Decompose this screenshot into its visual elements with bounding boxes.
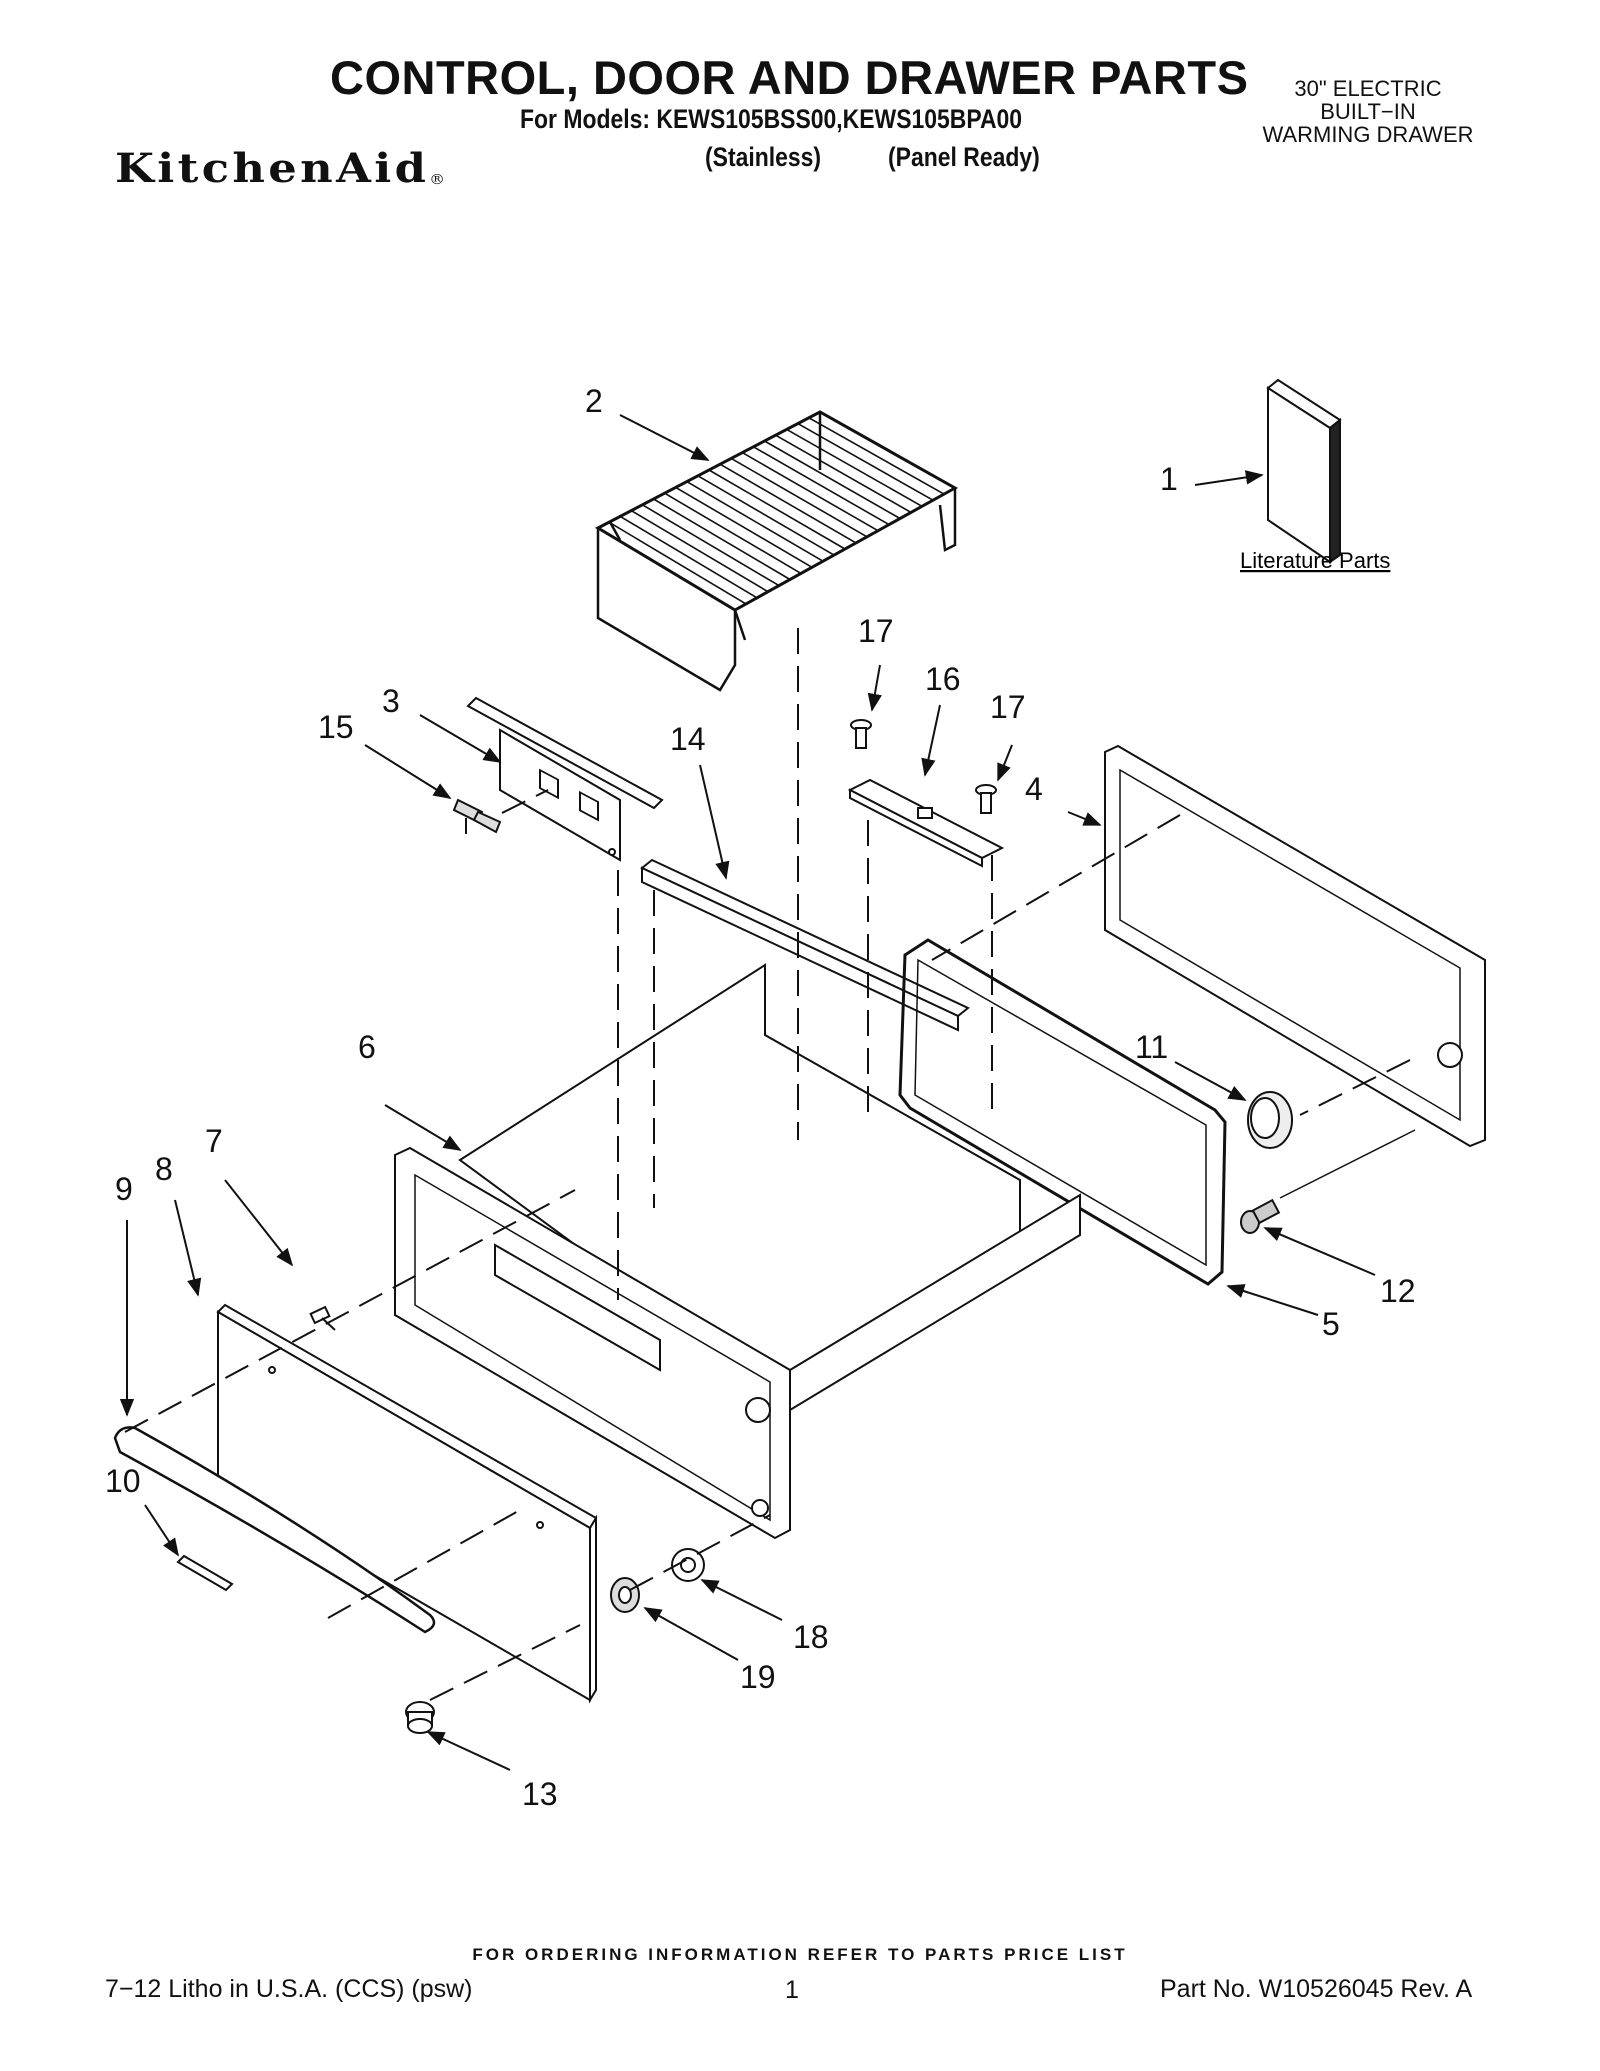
callout-5: 5 bbox=[1322, 1306, 1340, 1342]
clip bbox=[452, 798, 502, 834]
part-number: Part No. W10526045 Rev. A bbox=[1160, 1975, 1473, 2003]
door-gasket bbox=[898, 938, 1227, 1286]
drawer-body bbox=[394, 963, 1081, 1540]
top-trim bbox=[640, 858, 970, 1032]
rack-wire bbox=[686, 480, 824, 562]
door-panel bbox=[216, 1303, 598, 1704]
rack-wire bbox=[653, 498, 791, 581]
rack-wire bbox=[641, 504, 780, 587]
litho-info: 7−12 Litho in U.S.A. (CCS) (psw) bbox=[105, 1975, 473, 2003]
rack-wire bbox=[730, 457, 868, 538]
callout-11: 11 bbox=[1135, 1029, 1168, 1065]
wire-rack-bars bbox=[608, 417, 945, 605]
callout-19: 19 bbox=[740, 1659, 776, 1695]
literature-parts-label: Literature Parts bbox=[1240, 548, 1390, 573]
back-panel bbox=[1104, 744, 1486, 1148]
rack-wire bbox=[675, 486, 813, 568]
callout-12: 12 bbox=[1380, 1273, 1416, 1309]
washer bbox=[610, 1577, 640, 1613]
callout-17-right: 17 bbox=[990, 689, 1026, 725]
wire-rack bbox=[594, 410, 959, 692]
assembly-lines bbox=[124, 628, 1411, 1701]
door-screw bbox=[309, 1305, 336, 1331]
rack-wire bbox=[741, 451, 879, 532]
callout-8: 8 bbox=[155, 1151, 173, 1187]
bumper bbox=[405, 1701, 435, 1734]
callout-7: 7 bbox=[205, 1123, 223, 1159]
rack-wire bbox=[808, 417, 945, 495]
rack-wire bbox=[630, 509, 769, 593]
callout-6: 6 bbox=[358, 1029, 376, 1065]
drawer-guide bbox=[847, 778, 1005, 868]
rack-wire bbox=[664, 492, 802, 575]
variant-stainless: (Stainless) bbox=[705, 142, 822, 172]
rack-wire bbox=[697, 475, 835, 556]
callout-3: 3 bbox=[382, 683, 400, 719]
callout-numbers: 1 2 3 4 5 6 7 8 9 10 11 12 13 14 15 16 1… bbox=[105, 383, 1416, 1812]
ordering-note: FOR ORDERING INFORMATION REFER TO PARTS … bbox=[472, 1945, 1128, 1964]
brand-name: KitchenAid bbox=[115, 145, 430, 192]
callout-16: 16 bbox=[925, 661, 961, 697]
control-bracket bbox=[466, 696, 664, 862]
callout-17-top: 17 bbox=[858, 613, 894, 649]
badge bbox=[176, 1554, 234, 1592]
screw-side bbox=[975, 784, 997, 814]
callout-15: 15 bbox=[318, 709, 354, 745]
rack-wire bbox=[708, 469, 846, 550]
rack-wire bbox=[786, 428, 923, 507]
registered-mark: ® bbox=[429, 172, 445, 188]
rack-wire bbox=[753, 446, 890, 526]
rack-wire bbox=[775, 434, 912, 514]
callout-1: 1 bbox=[1160, 461, 1178, 497]
callout-9: 9 bbox=[115, 1171, 133, 1207]
screw-top bbox=[850, 719, 872, 749]
variant-panel-ready: (Panel Ready) bbox=[888, 142, 1040, 172]
callout-2: 2 bbox=[585, 383, 603, 419]
rack-wire bbox=[764, 440, 901, 520]
callout-14: 14 bbox=[670, 721, 706, 757]
rack-wire bbox=[608, 521, 747, 605]
product-type-line-3: WARMING DRAWER bbox=[1262, 122, 1474, 147]
callout-13: 13 bbox=[522, 1776, 558, 1812]
callout-10: 10 bbox=[105, 1463, 141, 1499]
model-numbers: For Models: KEWS105BSS00,KEWS105BPA00 bbox=[520, 104, 1023, 134]
sensor bbox=[1240, 1129, 1416, 1234]
product-type-line-1: 30" ELECTRIC bbox=[1294, 76, 1442, 101]
rack-wire bbox=[619, 515, 758, 599]
rack-wire bbox=[719, 463, 857, 544]
page-number: 1 bbox=[785, 1976, 799, 2004]
page-title: CONTROL, DOOR AND DRAWER PARTS bbox=[330, 51, 1249, 104]
rack-wire bbox=[797, 422, 934, 501]
control-knob bbox=[1247, 1091, 1293, 1149]
product-type-line-2: BUILT−IN bbox=[1320, 99, 1416, 124]
door-handle bbox=[113, 1426, 436, 1634]
leader-arrows bbox=[119, 414, 1376, 1771]
brand-logo: KitchenAid® bbox=[115, 145, 445, 192]
callout-4: 4 bbox=[1025, 771, 1043, 807]
callout-18: 18 bbox=[793, 1619, 829, 1655]
literature-booklet bbox=[1266, 378, 1342, 564]
